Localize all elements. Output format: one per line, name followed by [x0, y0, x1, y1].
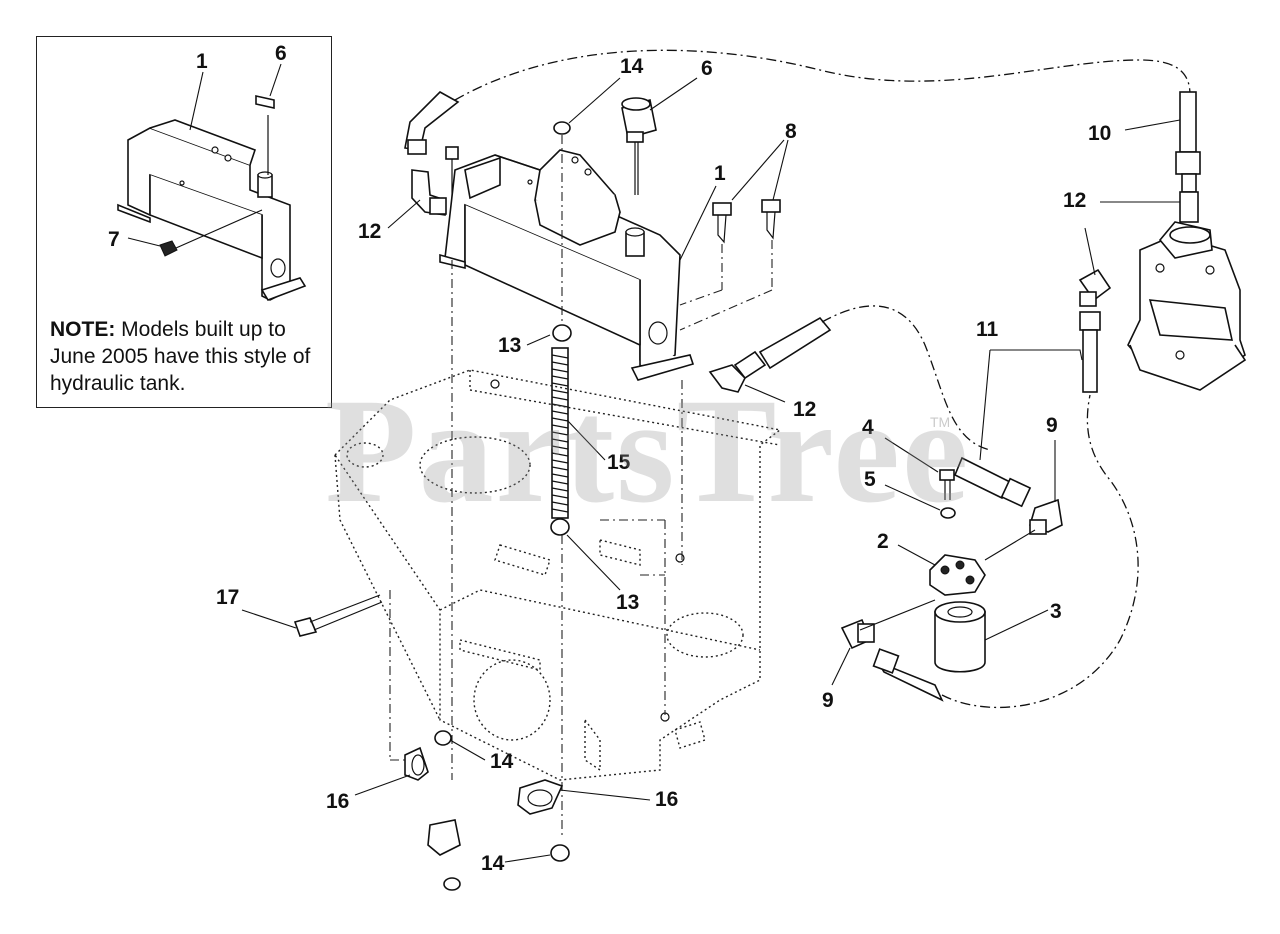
washer-14-top: [553, 121, 571, 135]
note-label: NOTE:: [50, 318, 116, 341]
callout-9-bottom: 9: [822, 689, 834, 712]
callout-17: 17: [216, 586, 239, 609]
spring-rod: [551, 347, 569, 519]
clamp-16-right: [517, 779, 564, 815]
clamp-16-left: [404, 746, 429, 781]
hydraulic-tank: [439, 149, 695, 381]
callout-1: 1: [714, 162, 726, 185]
oil-filter: [934, 601, 986, 673]
note-inset-box: [36, 36, 332, 408]
callout-16-left: 16: [326, 790, 349, 813]
callout-10: 10: [1088, 122, 1111, 145]
bolt-4: [939, 469, 955, 500]
hose-10: [1175, 91, 1201, 193]
callout-12-right: 12: [1063, 189, 1086, 212]
note-text: NOTE: Models built up to June 2005 have …: [50, 316, 320, 397]
fitting-12-left: [411, 169, 447, 216]
callout-inset-1: 1: [196, 50, 208, 73]
callout-14-top: 14: [620, 55, 644, 78]
callout-6: 6: [701, 57, 713, 80]
trademark-mark: TM: [930, 414, 951, 430]
filter-head: [929, 554, 986, 596]
callout-12-left: 12: [358, 220, 381, 243]
washer-5: [940, 507, 956, 519]
screws-8: [712, 199, 781, 244]
callout-11: 11: [976, 318, 999, 341]
callout-inset-6: 6: [275, 42, 287, 65]
hose-elbow-top: [404, 91, 460, 155]
callout-4: 4: [862, 416, 874, 439]
callout-13-top: 13: [498, 334, 521, 357]
callout-14-mid: 14: [490, 750, 514, 773]
fitting-12-right: [1078, 191, 1199, 307]
hose-11: [953, 456, 1032, 508]
callout-12-mid: 12: [793, 398, 816, 421]
return-line: [454, 49, 1191, 101]
callout-16-right: 16: [655, 788, 678, 811]
inset-hydraulic-tank: [117, 63, 307, 301]
hose-tank-to-filter: [708, 305, 991, 451]
washer-14-mid: [434, 730, 452, 746]
callout-2: 2: [877, 530, 889, 553]
nut-13-bottom: [550, 518, 570, 536]
nut-13-top: [552, 324, 572, 342]
callout-5: 5: [864, 468, 876, 491]
callouts: 1 6 7 14 6 1 8 12 13 12 15 13 17 14 16 1…: [108, 42, 1111, 875]
hydraulic-pump: [1127, 221, 1247, 391]
dipstick-cap: [621, 97, 657, 195]
nut-14-bottom: [550, 844, 570, 862]
note-body: Models built up to June 2005 have this s…: [50, 318, 311, 395]
callout-15: 15: [607, 451, 631, 474]
fitting-9-bottom: [840, 394, 1139, 709]
callout-inset-7: 7: [108, 228, 120, 251]
hose-11-right: [1079, 311, 1101, 393]
bolt-17: [293, 594, 383, 637]
loose-clip: [427, 819, 461, 891]
callout-14-bottom: 14: [481, 852, 505, 875]
callout-9-top: 9: [1046, 414, 1058, 437]
leader-lines: [241, 77, 1181, 863]
fitting-9-top: [1029, 498, 1063, 535]
callout-13-bottom: 13: [616, 591, 639, 614]
callout-8: 8: [785, 120, 797, 143]
callout-3: 3: [1050, 600, 1062, 623]
